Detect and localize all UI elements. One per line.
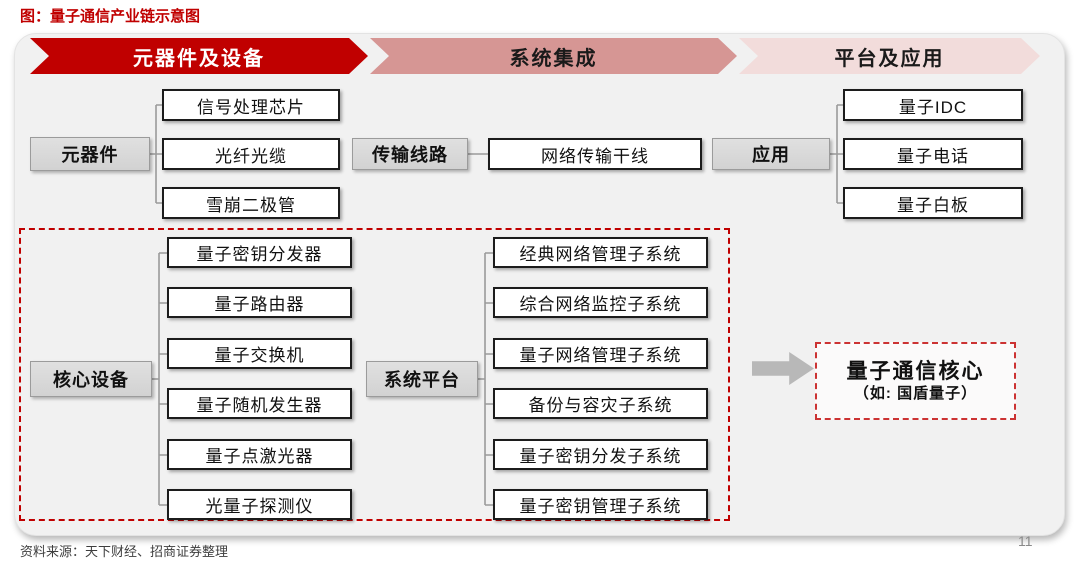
node-backup-disaster-recovery-subsystem: 备份与容灾子系统 bbox=[493, 388, 708, 419]
core-highlight-zone bbox=[19, 228, 730, 521]
group-label-components: 元器件 bbox=[30, 137, 150, 171]
node-quantum-whiteboard: 量子白板 bbox=[843, 187, 1023, 219]
node-integrated-network-monitor-subsystem: 综合网络监控子系统 bbox=[493, 287, 708, 318]
node-quantum-network-mgmt-subsystem: 量子网络管理子系统 bbox=[493, 338, 708, 369]
banner-stage-components: 元器件及设备 bbox=[30, 38, 368, 74]
core-callout-title: 量子通信核心 bbox=[846, 359, 985, 383]
node-quantum-key-mgmt-subsystem: 量子密钥管理子系统 bbox=[493, 489, 708, 520]
node-quantum-key-distribution-subsystem: 量子密钥分发子系统 bbox=[493, 439, 708, 470]
banner-stage-system-integration: 系统集成 bbox=[370, 38, 737, 74]
node-signal-processing-chip: 信号处理芯片 bbox=[162, 89, 340, 121]
core-callout-box: 量子通信核心 （如: 国盾量子） bbox=[815, 342, 1016, 420]
node-quantum-random-generator: 量子随机发生器 bbox=[167, 388, 352, 419]
node-quantum-dot-laser: 量子点激光器 bbox=[167, 439, 352, 470]
group-label-core-equipment: 核心设备 bbox=[30, 361, 152, 397]
figure-title: 图：量子通信产业链示意图 bbox=[20, 8, 201, 25]
node-quantum-router: 量子路由器 bbox=[167, 287, 352, 318]
node-optical-fiber-cable: 光纤光缆 bbox=[162, 138, 340, 170]
node-photon-quantum-detector: 光量子探测仪 bbox=[167, 489, 352, 520]
source-note: 资料来源：天下财经、招商证券整理 bbox=[20, 544, 229, 559]
core-callout-subtitle: （如: 国盾量子） bbox=[853, 384, 978, 402]
group-label-application: 应用 bbox=[712, 138, 830, 170]
page-number: 11 bbox=[1018, 533, 1033, 549]
node-avalanche-diode: 雪崩二极管 bbox=[162, 187, 340, 219]
node-quantum-key-distributor: 量子密钥分发器 bbox=[167, 237, 352, 268]
node-quantum-switch: 量子交换机 bbox=[167, 338, 352, 369]
node-classic-network-mgmt-subsystem: 经典网络管理子系统 bbox=[493, 237, 708, 268]
group-label-system-platform: 系统平台 bbox=[366, 361, 478, 397]
node-network-transmission-trunk: 网络传输干线 bbox=[488, 138, 702, 170]
node-quantum-telephone: 量子电话 bbox=[843, 138, 1023, 170]
group-label-transmission-line: 传输线路 bbox=[352, 138, 468, 170]
banner-stage-platform-application: 平台及应用 bbox=[739, 38, 1040, 74]
node-quantum-idc: 量子IDC bbox=[843, 89, 1023, 121]
